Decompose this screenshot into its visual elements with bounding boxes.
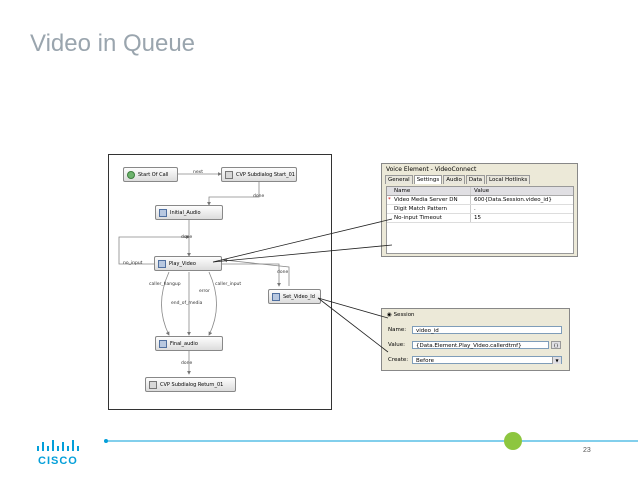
settings-grid: Name Value *Video Media Server DN 600{Da… xyxy=(386,186,574,254)
create-label: Create: xyxy=(388,356,409,363)
setting-value[interactable]: . xyxy=(474,206,476,212)
video-element-icon xyxy=(158,259,166,268)
edge-label-done: done xyxy=(181,235,193,240)
node-label: Play_Video xyxy=(169,260,196,267)
node-label: Initial_Audio xyxy=(170,209,201,216)
name-label: Name: xyxy=(388,326,407,333)
node-label: Start Of Call xyxy=(138,171,169,178)
tab-local-hotlinks[interactable]: Local Hotlinks xyxy=(486,175,531,184)
node-label: CVP Subdialog Return_01 xyxy=(160,381,224,388)
call-flow-diagram: Start Of Call CVP Subdialog Start_01 Ini… xyxy=(108,154,332,410)
required-marker: * xyxy=(388,197,391,203)
audio-element-icon xyxy=(159,339,167,348)
radio-icon: ◉ xyxy=(387,312,392,318)
column-header-name: Name xyxy=(387,187,471,195)
edge-label-error: error xyxy=(199,289,210,294)
value-input[interactable]: {Data.Element.Play_Video.callerdtmf} xyxy=(412,340,549,349)
cisco-logo-text: CISCO xyxy=(38,455,78,467)
edge-label-end-of-media: end_of_media xyxy=(171,301,203,306)
node-start-of-call[interactable]: Start Of Call xyxy=(123,167,178,182)
name-row: Name: video_id xyxy=(388,325,562,334)
edge-label-caller-input: caller_input xyxy=(215,282,242,287)
value-row: Value: {Data.Element.Play_Video.callerdt… xyxy=(388,340,561,349)
node-label: Final_audio xyxy=(170,340,198,347)
flow-connectors xyxy=(118,172,290,375)
create-row: Create: Before ▼ xyxy=(388,355,562,364)
subdialog-return-icon xyxy=(149,380,157,389)
action-element-icon xyxy=(272,292,280,301)
setting-name: No-input Timeout xyxy=(394,215,442,221)
footer-dot xyxy=(504,432,522,450)
session-scope-label: Session xyxy=(393,312,415,318)
page-number: 23 xyxy=(583,447,591,454)
tab-general[interactable]: General xyxy=(385,175,413,184)
tab-audio[interactable]: Audio xyxy=(443,175,465,184)
node-cvp-subdialog-return[interactable]: CVP Subdialog Return_01 xyxy=(145,377,236,392)
table-row[interactable]: *Video Media Server DN 600{Data.Session.… xyxy=(387,196,573,205)
node-play-video[interactable]: Play_Video xyxy=(154,256,222,271)
node-label: Set_Video_Id xyxy=(283,293,315,300)
tab-data[interactable]: Data xyxy=(465,175,486,184)
setting-name: Digit Match Pattern xyxy=(394,206,448,212)
edge-label-done: done xyxy=(253,194,265,199)
node-label: CVP Subdialog Start_01 xyxy=(236,171,295,178)
setting-name: Video Media Server DN xyxy=(394,197,458,203)
session-scope-option[interactable]: ◉ Session xyxy=(387,312,415,318)
cisco-logo-icon xyxy=(37,440,79,451)
substitution-button[interactable]: {} xyxy=(551,340,561,349)
create-selected-value: Before xyxy=(416,357,434,364)
edge-label-done: done xyxy=(277,270,289,275)
node-cvp-subdialog-start[interactable]: CVP Subdialog Start_01 xyxy=(221,167,297,182)
start-icon xyxy=(127,170,135,179)
audio-element-icon xyxy=(159,208,167,217)
setting-value[interactable]: 600{Data.Session.video_id} xyxy=(474,197,552,203)
setting-value[interactable]: 15 xyxy=(474,215,481,221)
footer-line-start-dot xyxy=(104,439,108,443)
slide-title: Video in Queue xyxy=(30,30,196,57)
edge-label-next: next xyxy=(193,170,203,175)
table-row[interactable]: Digit Match Pattern . xyxy=(387,205,573,214)
edge-label-caller-hangup: caller_hangup xyxy=(149,282,181,287)
node-initial-audio[interactable]: Initial_Audio xyxy=(155,205,223,220)
node-set-video-id[interactable]: Set_Video_Id xyxy=(268,289,321,304)
chevron-down-icon: ▼ xyxy=(552,356,561,364)
node-final-audio[interactable]: Final_audio xyxy=(155,336,223,351)
column-header-value: Value xyxy=(474,188,490,194)
voice-element-panel: Voice Element - VideoConnect General Set… xyxy=(381,163,578,257)
grid-header: Name Value xyxy=(387,187,573,196)
tab-settings[interactable]: Settings xyxy=(413,175,443,184)
edge-label-done: done xyxy=(181,361,193,366)
create-select[interactable]: Before ▼ xyxy=(412,355,562,364)
edge-label-no-input: no_input xyxy=(123,261,143,266)
subdialog-icon xyxy=(225,170,233,179)
table-row[interactable]: No-input Timeout 15 xyxy=(387,214,573,223)
panel-title: Voice Element - VideoConnect xyxy=(386,166,477,173)
session-data-panel: ◉ Session Name: video_id Value: {Data.El… xyxy=(381,308,570,371)
panel-tabs: General Settings Audio Data Local Hotlin… xyxy=(382,175,577,184)
name-input[interactable]: video_id xyxy=(412,325,562,334)
value-label: Value: xyxy=(388,341,405,348)
